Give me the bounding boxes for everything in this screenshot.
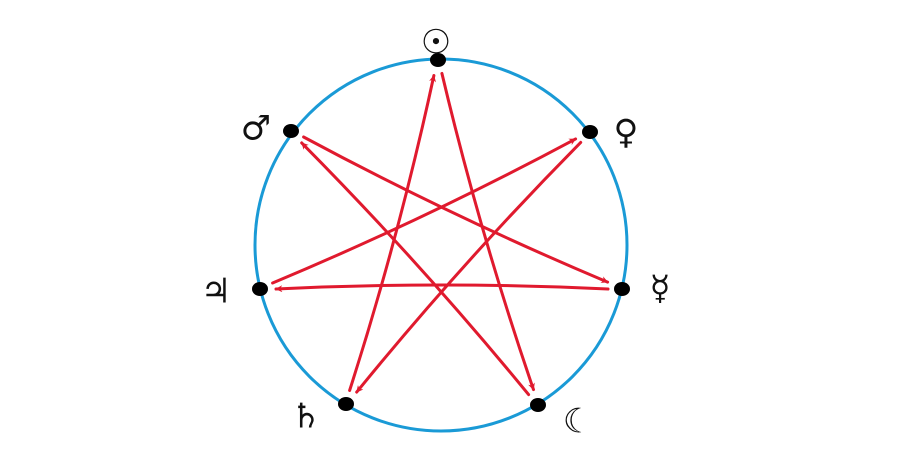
node-mercury xyxy=(614,282,630,296)
arrow-saturn-to-sun xyxy=(348,74,436,392)
node-jupiter xyxy=(252,282,268,296)
arrow-sun-to-moon xyxy=(440,71,535,392)
node-mars xyxy=(283,124,299,138)
arrow-mars-to-mercury xyxy=(302,135,610,284)
orbit-circle xyxy=(253,57,629,433)
node-venus xyxy=(582,125,598,139)
nodes-layer xyxy=(252,53,630,412)
arrow-moon-to-mars xyxy=(300,141,531,397)
mercury-symbol-icon: ☿ xyxy=(650,269,671,309)
arrow-mercury-to-jupiter xyxy=(274,283,610,293)
arrow-jupiter-to-venus xyxy=(271,137,578,285)
node-saturn xyxy=(338,397,354,411)
jupiter-symbol-icon: ♃ xyxy=(201,272,231,312)
node-sun xyxy=(430,53,446,67)
moon-symbol-icon: ☾ xyxy=(563,402,593,442)
mars-symbol-icon: ♂ xyxy=(241,109,271,149)
node-moon xyxy=(530,398,546,412)
labels-layer: ☉ ♀ ☿ ☾ ♄ ♃ ♂ xyxy=(201,23,671,442)
saturn-symbol-icon: ♄ xyxy=(291,397,321,437)
arrow-venus-to-saturn xyxy=(355,140,583,394)
arrows-layer xyxy=(271,71,610,397)
venus-symbol-icon: ♀ xyxy=(614,113,639,153)
sun-symbol-icon: ☉ xyxy=(421,23,451,63)
